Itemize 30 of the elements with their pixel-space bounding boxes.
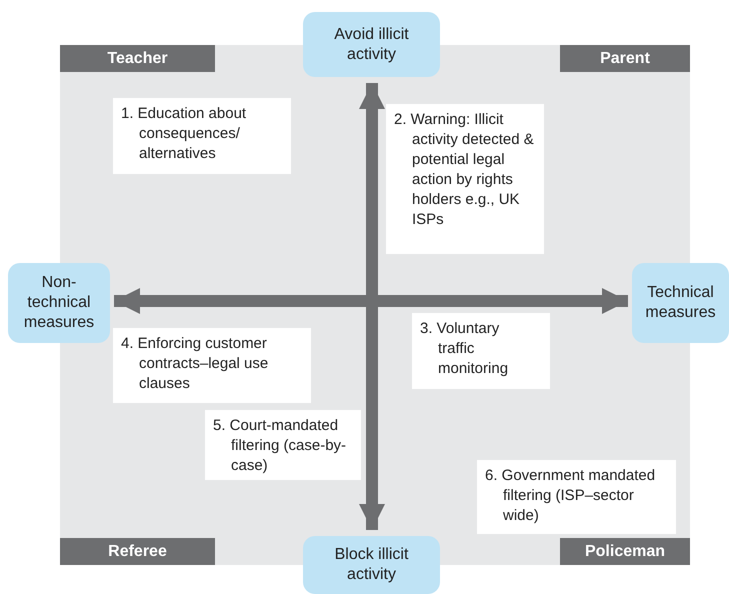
role-label — [560, 538, 690, 565]
label-text: 5. Court-mandated filtering (case-by-case) — [213, 416, 348, 476]
measure-note — [412, 313, 550, 389]
goal-box — [303, 536, 440, 594]
role-label — [60, 538, 215, 565]
label-text: Policeman — [584, 542, 666, 560]
label-text: 3. Voluntary traffic monitoring — [420, 319, 510, 379]
measure-type-box — [8, 263, 110, 343]
label-text: Teacher — [107, 50, 168, 68]
label-text: Parent — [600, 50, 650, 68]
label-text: Non-technical measures — [22, 273, 96, 333]
measure-note — [386, 104, 544, 254]
label-text: Referee — [108, 542, 167, 560]
label-text: Block illicit activity — [334, 545, 410, 585]
measure-note — [205, 410, 361, 480]
goal-box — [303, 12, 440, 77]
label-text: 4. Enforcing customer contracts–legal use clauses — [121, 334, 270, 394]
double-arrow — [114, 288, 628, 314]
label-text: 1. Education about consequences/ alternatives — [121, 104, 248, 164]
label-text: Avoid illicit activity — [333, 24, 410, 64]
label-text: 2. Warning: Illicit activity detected & potential legal action by rights holders e.g., UK ISPs — [394, 110, 535, 230]
role-label — [560, 45, 690, 72]
measure-note — [113, 328, 311, 403]
double-arrow — [359, 83, 385, 530]
label-text: 6. Government mandated filtering (ISP–sector wide) — [485, 466, 656, 526]
role-label — [60, 45, 215, 72]
measure-note — [477, 460, 676, 534]
measure-note — [113, 98, 291, 174]
measure-type-box — [632, 263, 729, 343]
label-text: Technical measures — [644, 283, 717, 323]
